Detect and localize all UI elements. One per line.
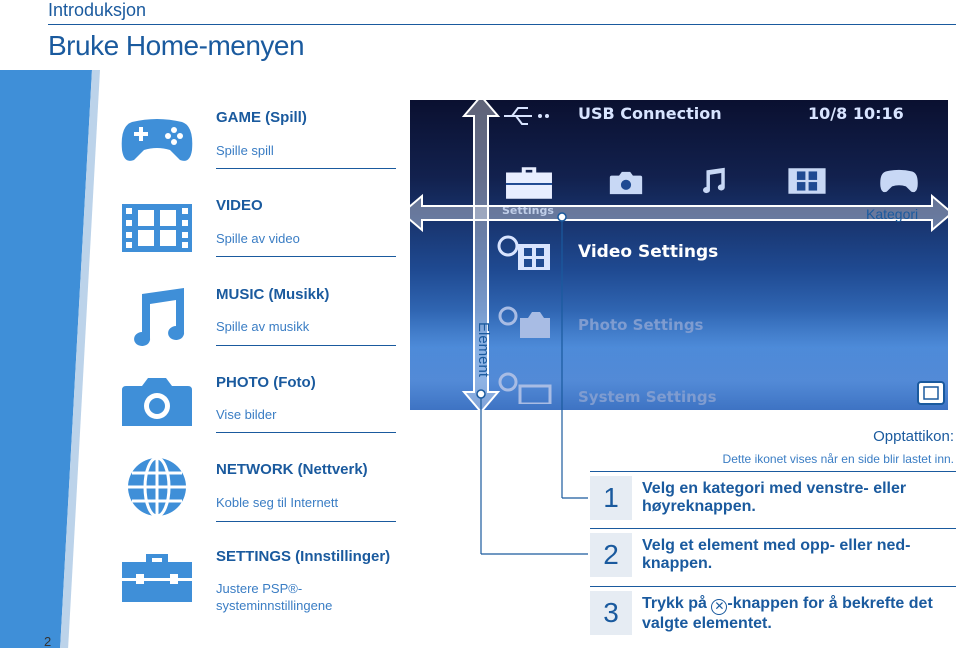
screen-item-video-settings: Video Settings xyxy=(578,242,719,262)
step-text: Velg en kategori med venstre- eller høyr… xyxy=(642,480,907,515)
busy-icon-heading: Opptattikon: xyxy=(873,428,954,445)
step-divider xyxy=(590,528,956,529)
busy-icon-description: Dette ikonet vises når en side blir last… xyxy=(722,452,954,466)
screen-highlight-band xyxy=(410,310,948,410)
category-desc-music: Spille av musikk xyxy=(216,319,310,334)
category-heading-music: MUSIC (Musikk) xyxy=(216,286,330,303)
element-arrow-label: Element xyxy=(475,322,492,378)
screen-clock: 10/8 10:16 xyxy=(808,104,904,123)
screen-music-icon xyxy=(703,167,725,194)
category-heading-settings: SETTINGS (Innstillinger) xyxy=(216,548,391,565)
step-text: Trykk på ✕-knappen for å bekrefte det va… xyxy=(642,595,952,633)
section-title: Introduksjon xyxy=(48,0,147,20)
category-divider xyxy=(216,256,396,257)
sidebar-decoration xyxy=(0,70,100,648)
category-desc-photo: Vise bilder xyxy=(216,407,277,422)
category-divider xyxy=(216,521,396,522)
page-title: Bruke Home-menyen xyxy=(48,30,305,61)
category-divider xyxy=(216,432,396,433)
category-divider xyxy=(216,168,396,169)
header-divider xyxy=(48,24,956,25)
step-number: 1 xyxy=(590,476,632,520)
screen-video-settings-icon xyxy=(497,235,550,270)
step-divider xyxy=(590,586,956,587)
category-heading-network: NETWORK (Nettverk) xyxy=(216,461,368,478)
screen-category-label: Settings xyxy=(502,204,554,217)
page-number: 2 xyxy=(44,634,52,648)
category-heading-photo: PHOTO (Foto) xyxy=(216,374,316,391)
cross-button-icon: ✕ xyxy=(711,599,728,615)
step-text: Velg et element med opp- eller ned-knapp… xyxy=(642,537,911,572)
step-divider xyxy=(590,471,956,472)
toolbox-icon xyxy=(122,554,192,602)
screen-toolbox-icon xyxy=(506,167,552,199)
step-number: 2 xyxy=(590,533,632,577)
step-text-after: -knappen for å bekrefte det valgte eleme… xyxy=(642,595,933,632)
camera-icon xyxy=(122,378,192,426)
category-arrow-label: Kategori xyxy=(866,206,919,222)
screen-camera-icon xyxy=(609,171,643,195)
step-text-before: Trykk på xyxy=(642,595,707,612)
category-divider xyxy=(216,345,396,346)
step-number: 3 xyxy=(590,591,632,635)
psp-screen: USB Connection 10/8 10:16 Settings Video… xyxy=(410,100,948,410)
screen-photo-settings-icon xyxy=(498,306,550,338)
screen-gamepad-icon xyxy=(880,169,918,193)
film-icon xyxy=(122,204,192,252)
screen-film-icon xyxy=(788,168,826,194)
category-desc-game: Spille spill xyxy=(216,143,274,158)
category-desc-video: Spille av video xyxy=(216,231,300,246)
screen-usb-label: USB Connection xyxy=(578,104,722,123)
music-note-icon xyxy=(134,288,185,346)
category-heading-video: VIDEO xyxy=(216,197,263,214)
screen-system-settings-icon xyxy=(498,372,552,404)
globe-icon xyxy=(128,456,186,518)
category-desc-network: Koble seg til Internett xyxy=(216,495,339,510)
category-desc-settings: Justere PSP®- systeminnstillingene xyxy=(216,581,333,613)
gamepad-icon xyxy=(121,119,193,161)
screen-item-photo-settings: Photo Settings xyxy=(578,316,704,334)
usb-icon xyxy=(504,107,549,125)
category-heading-game: GAME (Spill) xyxy=(216,109,307,126)
screen-item-system-settings: System Settings xyxy=(578,388,717,406)
